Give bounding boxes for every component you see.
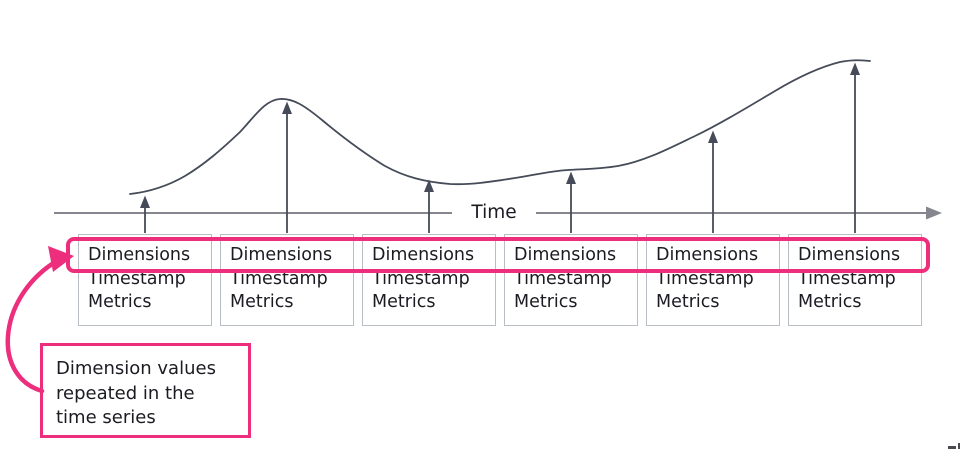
- record-field-timestamp: Timestamp: [230, 268, 328, 289]
- data-point-arrow-3: [424, 179, 434, 233]
- record-box-3: Dimensions Timestamp Metrics: [362, 234, 496, 326]
- record-field-timestamp: Timestamp: [88, 268, 186, 289]
- record-field-dimensions: Dimensions: [372, 245, 475, 265]
- annotation-callout: Dimension values repeated in the time se…: [40, 343, 251, 438]
- record-field-timestamp: Timestamp: [372, 268, 470, 289]
- dimensions-row-highlight: [66, 237, 930, 273]
- record-field-dimensions: Dimensions: [88, 245, 191, 265]
- record-field-metrics: Metrics: [230, 292, 294, 312]
- timeseries-curve: [129, 59, 871, 195]
- record-field-metrics: Metrics: [656, 292, 720, 312]
- record-field-timestamp: Timestamp: [798, 268, 896, 289]
- record-field-dimensions: Dimensions: [798, 245, 901, 265]
- data-point-arrow-5: [708, 130, 718, 233]
- record-field-dimensions: Dimensions: [656, 245, 759, 265]
- record-box-2: Dimensions Timestamp Metrics: [220, 234, 354, 326]
- record-field-timestamp: Timestamp: [656, 268, 754, 289]
- data-point-arrow-2: [282, 101, 292, 233]
- record-field-metrics: Metrics: [798, 292, 862, 312]
- record-field-metrics: Metrics: [88, 292, 152, 312]
- annotation-line-2: repeated in the: [56, 382, 195, 404]
- record-field-timestamp: Timestamp: [514, 268, 612, 289]
- time-axis-arrowhead: [926, 206, 942, 220]
- record-box-6: Dimensions Timestamp Metrics: [788, 234, 922, 326]
- annotation-line-1: Dimension values: [56, 358, 216, 379]
- record-field-metrics: Metrics: [514, 292, 578, 312]
- data-point-arrow-6: [850, 62, 860, 233]
- data-point-arrow-1: [140, 195, 150, 233]
- data-point-arrow-4: [566, 171, 576, 233]
- record-box-5: Dimensions Timestamp Metrics: [646, 234, 780, 326]
- annotation-line-3: time series: [56, 407, 156, 428]
- record-box-1: Dimensions Timestamp Metrics: [78, 234, 212, 326]
- record-box-4: Dimensions Timestamp Metrics: [504, 234, 638, 326]
- record-field-dimensions: Dimensions: [514, 245, 617, 265]
- time-axis-label: Time: [452, 199, 536, 226]
- data-point-arrows: [140, 62, 860, 233]
- record-field-dimensions: Dimensions: [230, 245, 333, 265]
- record-field-metrics: Metrics: [372, 292, 436, 312]
